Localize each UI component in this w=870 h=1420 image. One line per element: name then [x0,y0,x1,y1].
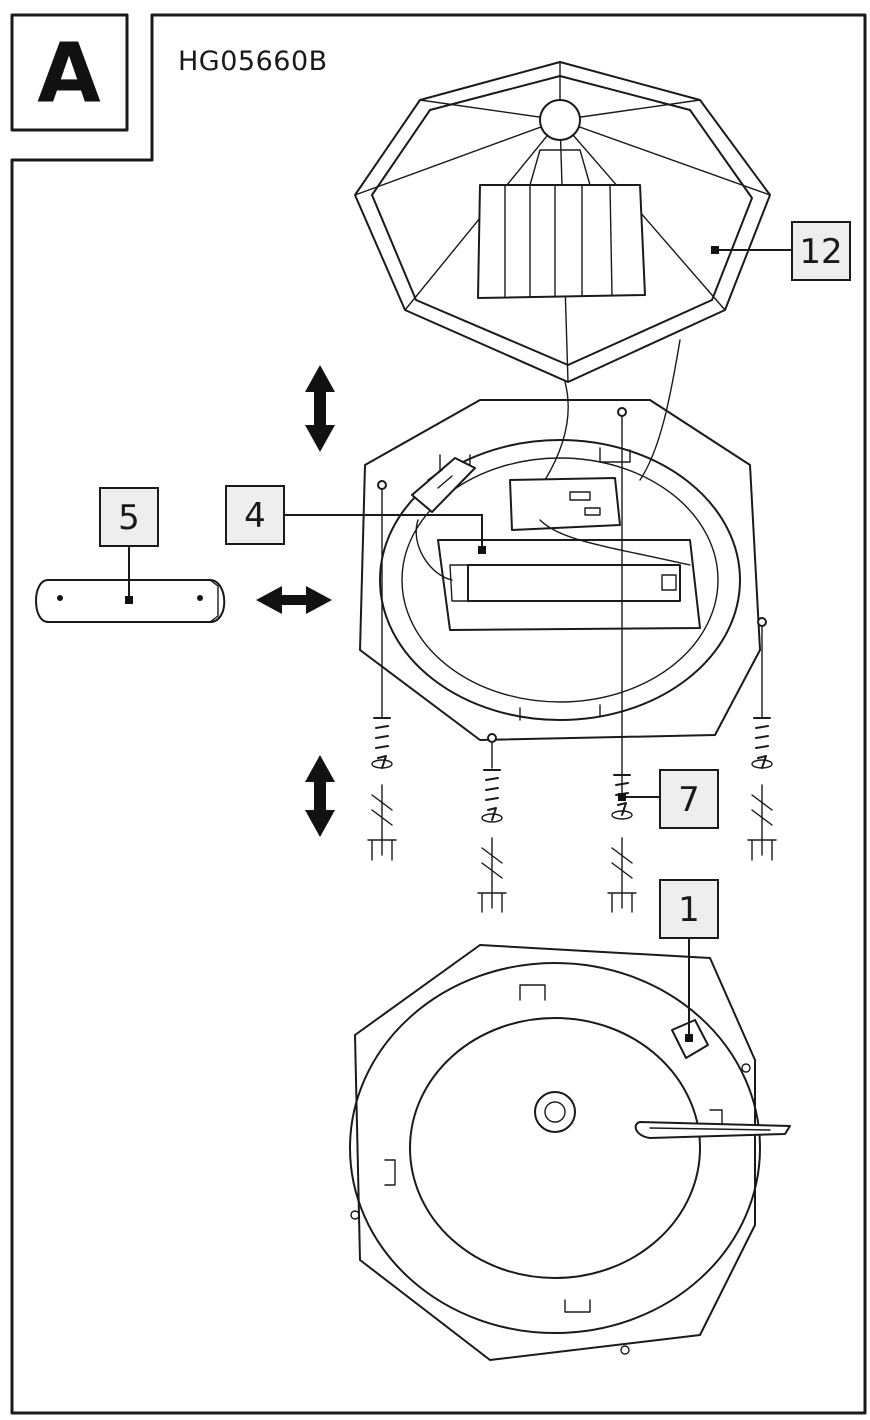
callout-12-box [791,221,851,281]
wall-anchors [367,784,777,913]
callout-5-label: 5 [118,498,140,538]
figure-frame [10,13,867,1415]
callout-4-label: 4 [244,496,266,536]
direction-arrows [256,365,335,837]
section-letter-box [10,13,129,132]
lamp-housing [359,399,761,741]
callout-4-box [225,485,285,545]
base-plate [349,944,791,1361]
callout-7-label: 7 [678,780,700,820]
callout-1-label: 1 [678,890,700,930]
section-letter: A [37,27,101,122]
callout-7-box [659,769,719,829]
callout-5-box [99,487,159,547]
model-number: HG05660B [178,46,328,77]
lamp-cap [354,61,771,383]
callout-12-label: 12 [799,232,842,272]
screws [371,407,773,823]
